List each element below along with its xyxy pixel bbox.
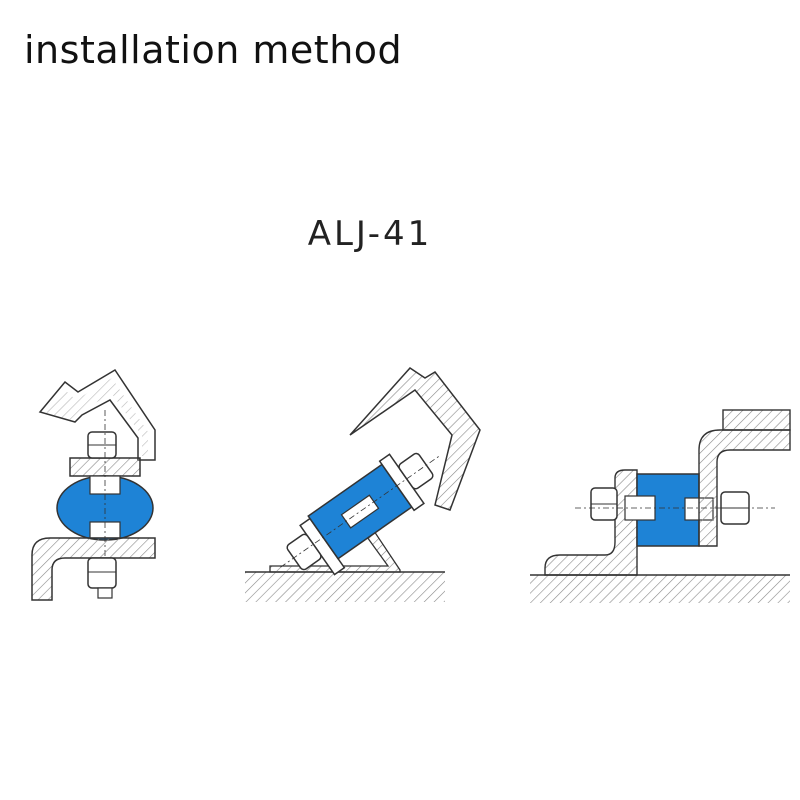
upper-frame [38, 368, 156, 461]
figure-horizontal-mount [525, 400, 795, 610]
centerline [280, 455, 441, 568]
figure-angled-mount [240, 360, 481, 610]
ground [245, 572, 445, 602]
bolt-end [97, 587, 113, 599]
figure-vertical-mount [20, 360, 180, 610]
nut-right [398, 452, 434, 490]
nut-left [286, 533, 322, 571]
bottom-nut [87, 557, 117, 589]
base-bracket [544, 469, 638, 576]
upper-bracket [698, 429, 791, 547]
ground [530, 575, 790, 603]
upper-frame-hatch [44, 378, 148, 456]
top-frame [722, 409, 791, 431]
horizontal-mount-drawing [530, 409, 791, 603]
base-bracket [31, 537, 156, 601]
upper-frame [349, 367, 481, 511]
angled-assembly [280, 452, 441, 576]
angled-mount-drawing [245, 367, 481, 602]
vertical-mount-drawing [31, 368, 156, 601]
model-label: ALJ-41 [307, 214, 433, 254]
page-title: installation method [24, 28, 403, 72]
